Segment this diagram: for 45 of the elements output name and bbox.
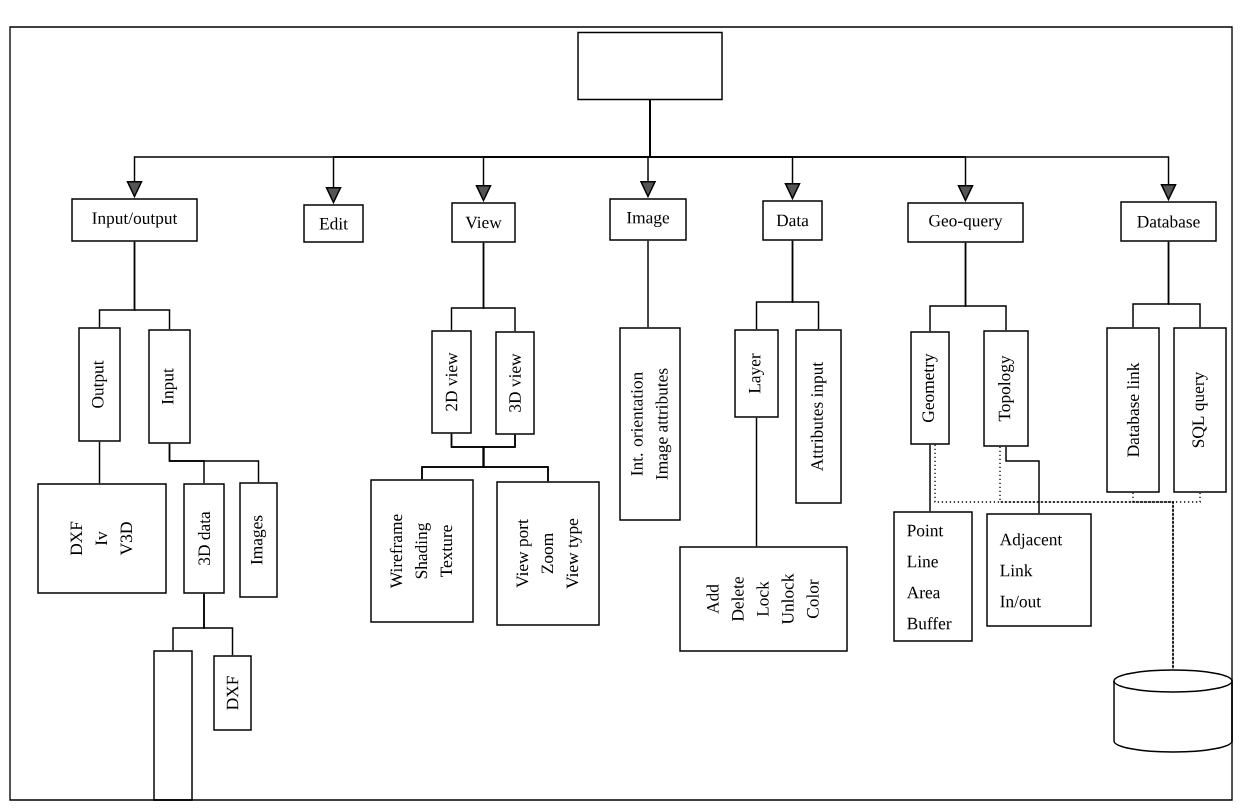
- function-box: 2D view: [431, 330, 472, 434]
- function-box: Database link: [1106, 327, 1160, 493]
- function-box: 3D view: [495, 331, 535, 435]
- function-box: Geometry: [910, 331, 950, 445]
- function-box: Image: [609, 198, 687, 241]
- function-box: Output: [78, 327, 121, 442]
- dotted-line: [934, 444, 1174, 670]
- function-box: [577, 31, 723, 101]
- function-box: Edit: [303, 204, 364, 243]
- function-box: SQL query: [1173, 327, 1227, 493]
- connector-line: [1005, 446, 1040, 514]
- connector-line: [203, 593, 234, 656]
- function-box: View port Zoom View type: [496, 481, 600, 626]
- database-cylinder: [1113, 669, 1233, 753]
- connector-line: [929, 444, 931, 512]
- connector-line: [964, 242, 1007, 331]
- connector-line: [482, 434, 549, 482]
- connector-line: [755, 417, 758, 547]
- function-box: Attributes input: [795, 329, 842, 504]
- function-box: Adjacent Link In/out: [986, 513, 1092, 627]
- function-box: Images: [239, 482, 278, 598]
- function-box: Int. orientation Image attributes: [619, 327, 681, 521]
- connector-line: [133, 241, 171, 330]
- function-box: Data: [762, 200, 823, 241]
- function-box: DXF: [213, 655, 252, 731]
- function-box: Input: [148, 329, 191, 444]
- connector-line: [647, 240, 649, 328]
- dotted-line: [1172, 492, 1201, 670]
- function-box: Point Line Area Buffer: [893, 511, 973, 642]
- connector-line: [482, 242, 516, 332]
- function-box: Layer: [734, 329, 779, 418]
- function-box: Geo-query: [907, 202, 1024, 243]
- function-box: Input/output: [71, 198, 198, 242]
- function-box: DXF Iv V3D: [37, 483, 167, 594]
- function-box: 3D data: [183, 483, 225, 594]
- function-box: View: [451, 202, 516, 243]
- connector-line: [98, 441, 101, 484]
- function-box: Database: [1120, 201, 1217, 242]
- function-box: Topology: [983, 330, 1029, 447]
- connector-line: [1167, 241, 1201, 328]
- connector-line: [791, 240, 820, 330]
- function-box: Add Delete Lock Unlock Color: [679, 546, 848, 652]
- function-box: [153, 650, 193, 801]
- function-box: Wireframe Shading Texture: [370, 479, 474, 623]
- connector-line: [168, 443, 260, 483]
